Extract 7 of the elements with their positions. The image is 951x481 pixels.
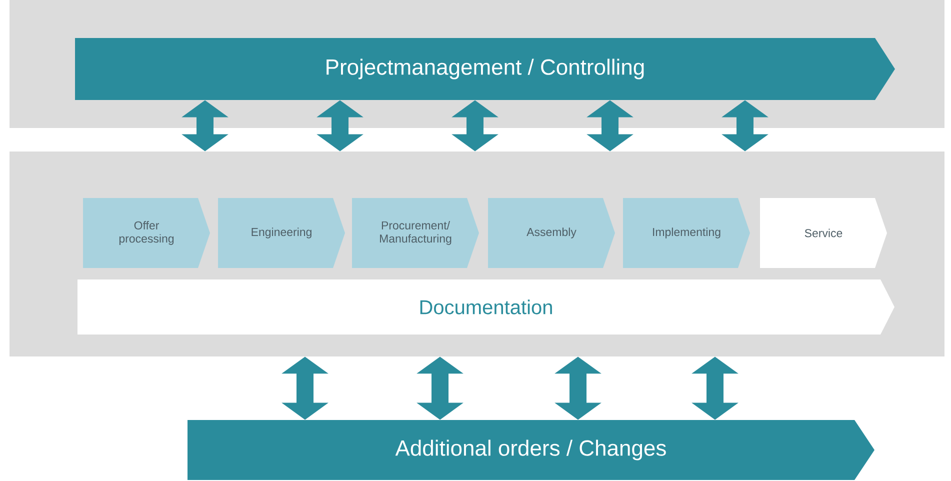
process-step-box: Assembly xyxy=(488,198,615,268)
process-step-box: Engineering xyxy=(218,198,345,268)
process-step-box: Service xyxy=(760,198,887,268)
process-step-box: Implementing xyxy=(623,198,750,268)
process-step-box: Offer processing xyxy=(83,198,210,268)
banner: Documentation xyxy=(78,279,894,334)
process-step-box: Procurement/ Manufacturing xyxy=(352,198,479,268)
